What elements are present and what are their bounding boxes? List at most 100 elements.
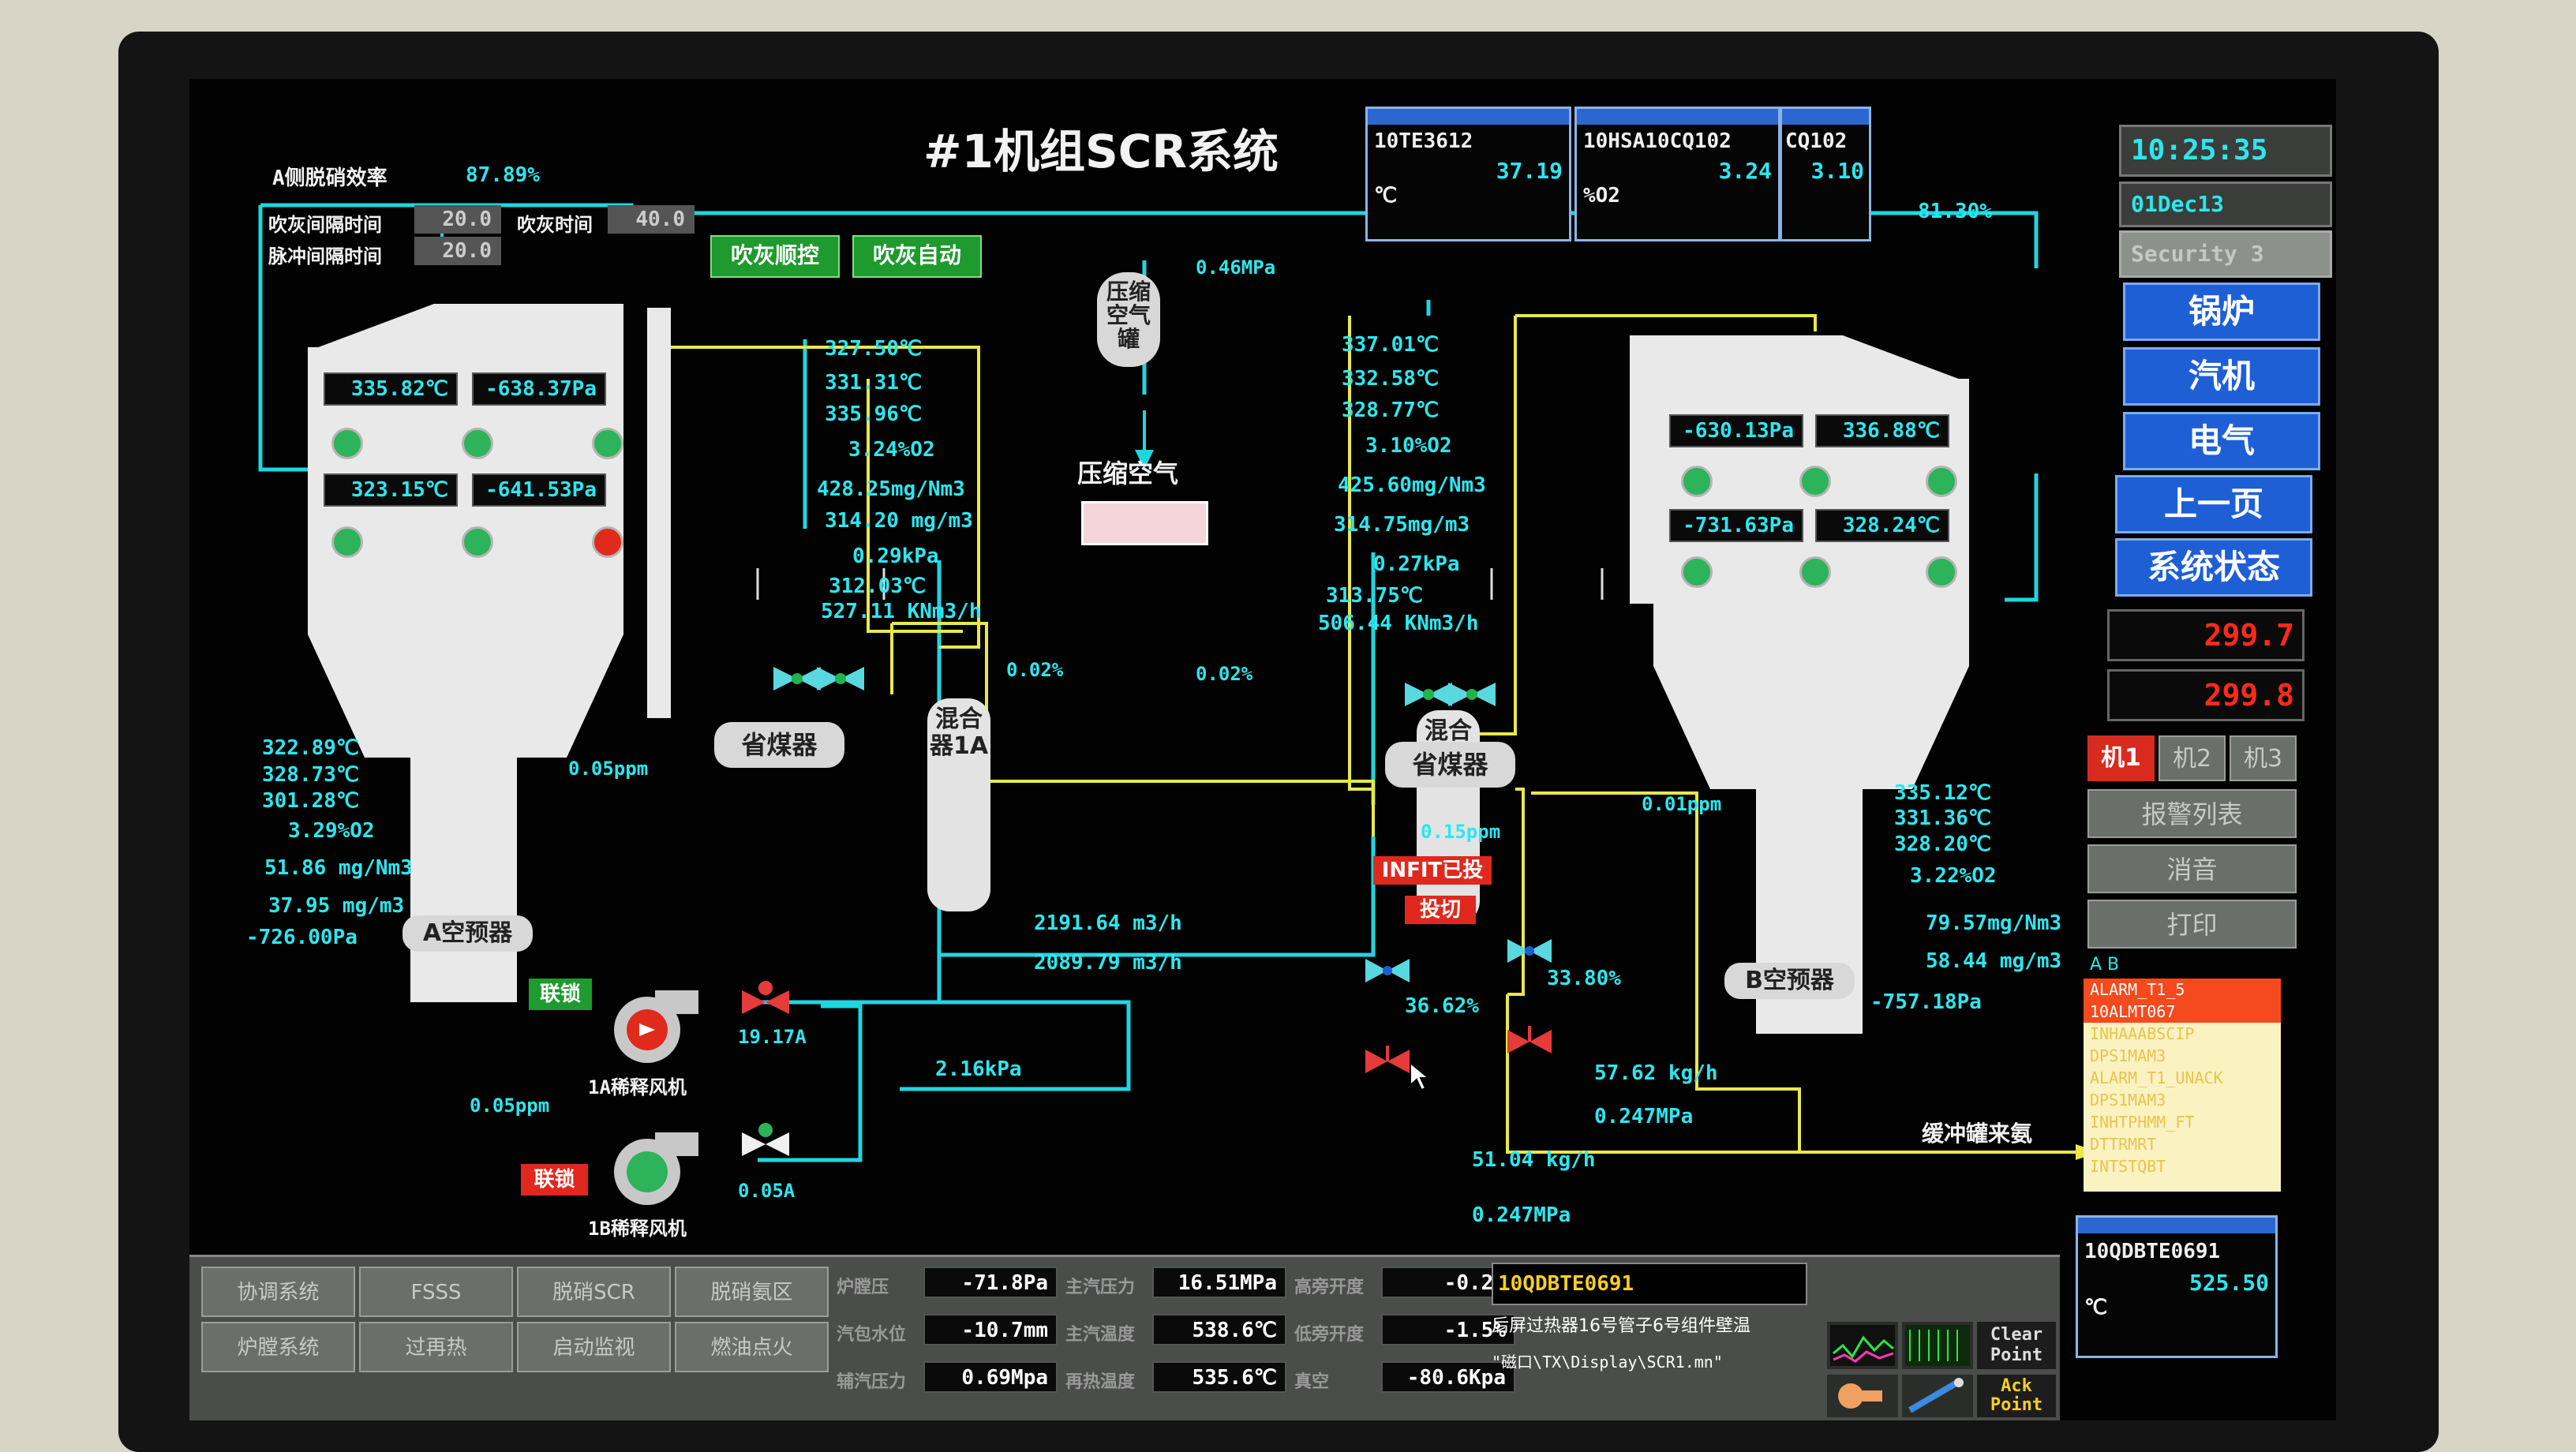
- tag-popup-1[interactable]: 10TE3612 37.19 ℃: [1365, 107, 1571, 241]
- economizer-b[interactable]: 省煤器: [1385, 742, 1515, 788]
- economizer-a[interactable]: 省煤器: [714, 722, 844, 768]
- a-temp-box-1: 335.82℃: [324, 372, 458, 406]
- b-status-lamp-2: [1799, 466, 1831, 497]
- nh3-control-valve-a[interactable]: [1365, 1042, 1421, 1084]
- reactor-b-inlet-duct: [1630, 335, 1653, 604]
- unit-2-tab[interactable]: 机2: [2159, 735, 2226, 781]
- a-reading-7: 0.29kPa: [852, 544, 939, 568]
- economizer-b-valves[interactable]: [1405, 675, 1500, 725]
- blow-time-value[interactable]: 40.0: [608, 205, 695, 234]
- nav-previous-page[interactable]: 上一页: [2115, 475, 2312, 533]
- economizer-a-valves[interactable]: [773, 659, 868, 709]
- b-press-box-1: -630.13Pa: [1669, 414, 1803, 447]
- nav-ammonia-area[interactable]: 脱硝氨区: [675, 1267, 829, 1317]
- alarm-item[interactable]: ALARM_T1_UNACK: [2090, 1068, 2223, 1087]
- status-label-main-steam-temp: 主汽温度: [1065, 1325, 1136, 1345]
- tag-popup-2[interactable]: 10HSA10CQ102 3.24 %O2: [1574, 107, 1780, 241]
- hand-tool-icon[interactable]: [1827, 1375, 1898, 1417]
- init-badge[interactable]: INFIT已投: [1373, 856, 1492, 885]
- reactor-a-inlet-duct: [647, 308, 671, 718]
- clear-point-button[interactable]: Clear Point: [1977, 1322, 2056, 1369]
- a-reading-1: 327.50℃: [825, 337, 923, 361]
- mixer-1a[interactable]: 混合器1A: [927, 698, 990, 911]
- status-label-hp-bypass: 高旁开度: [1294, 1278, 1365, 1297]
- status-label-aux-steam-press: 辅汽压力: [837, 1372, 907, 1392]
- sidebar-value-2: 299.8: [2107, 669, 2305, 721]
- a-press-box-1: -638.37Pa: [472, 372, 606, 406]
- nh3-flow-b: 57.62 kg/h: [1594, 1061, 1718, 1085]
- dilution-pressure: 2.16kPa: [935, 1057, 1022, 1081]
- dilution-fan-a[interactable]: [612, 982, 706, 1069]
- alarm-item[interactable]: DPS1MAM3: [2090, 1046, 2166, 1065]
- alarm-list[interactable]: ALARM_T1_5 10ALMT067 INHAAABSCIP DPS1MAM…: [2084, 979, 2281, 1192]
- blow-sequence-button[interactable]: 吹灰顺控: [710, 235, 840, 278]
- ack-point-button[interactable]: Ack Point: [1977, 1375, 2056, 1417]
- nav-system-status[interactable]: 系统状态: [2115, 538, 2312, 597]
- nh3-valve-b[interactable]: [1507, 935, 1555, 970]
- status-value-furnace-press: -71.8Pa: [923, 1267, 1058, 1298]
- b-reading-1: 337.01℃: [1342, 333, 1440, 357]
- a-efficiency-value: 87.89%: [466, 163, 540, 187]
- dilution-fan-b[interactable]: [612, 1125, 706, 1211]
- nav-fsss[interactable]: FSSS: [359, 1267, 513, 1317]
- b-reading-6: 314.75mg/m3: [1334, 513, 1470, 537]
- nav-startup[interactable]: 启动监视: [517, 1322, 671, 1372]
- fan-a-interlock[interactable]: 联锁: [529, 979, 592, 1010]
- dcs-screen: #1机组SCR系统 A侧脱硝效率 87.89% 81.30% 吹灰间隔时间 20…: [189, 79, 2336, 1420]
- nav-boiler[interactable]: 锅炉: [2123, 283, 2320, 341]
- blow-interval-value[interactable]: 20.0: [414, 205, 501, 234]
- nav-turbine[interactable]: 汽机: [2123, 347, 2320, 406]
- alarm-tabs[interactable]: A B: [2090, 955, 2120, 975]
- air-status-indicator: [1081, 501, 1208, 545]
- b-temp-box-2: 328.24℃: [1815, 509, 1949, 542]
- status-label-vacuum: 真空: [1294, 1372, 1330, 1392]
- message-tag: 10QDBTE0691: [1492, 1263, 1807, 1305]
- a-press-box-2: -641.53Pa: [472, 473, 606, 507]
- alarm-item[interactable]: DPS1MAM3: [2090, 1091, 2166, 1110]
- a-ppm: 0.05ppm: [568, 758, 649, 780]
- alarm-item[interactable]: INTSTQBT: [2090, 1157, 2166, 1176]
- print-button[interactable]: 打印: [2087, 900, 2297, 949]
- trend-icon[interactable]: [1827, 1322, 1898, 1369]
- alarm-item[interactable]: DTTRMRT: [2090, 1135, 2157, 1154]
- nav-oil-ignition[interactable]: 燃油点火: [675, 1322, 829, 1372]
- nav-furnace[interactable]: 炉膛系统: [201, 1322, 355, 1372]
- tag-popup-3[interactable]: CQ102 3.10: [1780, 107, 1871, 241]
- nav-electrical[interactable]: 电气: [2123, 412, 2320, 470]
- unit-1-tab[interactable]: 机1: [2087, 735, 2155, 781]
- b-ppm: 0.01ppm: [1642, 793, 1722, 815]
- nav-superheat[interactable]: 过再热: [359, 1322, 513, 1372]
- fan-b-damper[interactable]: [742, 1121, 797, 1163]
- air-preheater-a[interactable]: A空预器: [402, 915, 533, 952]
- popup-2-unit: %O2: [1583, 184, 1620, 208]
- fan-b-interlock[interactable]: 联锁: [521, 1164, 588, 1196]
- a-bottom-2: 328.73℃: [262, 763, 360, 787]
- switch-badge[interactable]: 投切: [1405, 896, 1476, 924]
- a-bottom-4: 3.29%O2: [288, 819, 375, 843]
- alarm-item-active-2[interactable]: 10ALMT067: [2084, 1001, 2281, 1023]
- alarm-item-active[interactable]: ALARM_T1_5: [2084, 979, 2281, 1001]
- nav-scr[interactable]: 脱硝SCR: [517, 1267, 671, 1317]
- blow-time-label: 吹灰时间: [517, 214, 593, 236]
- tag-popup-4[interactable]: 10QDBTE0691 525.50 ℃: [2076, 1215, 2278, 1358]
- air-pressure-value: 0.46MPa: [1196, 256, 1276, 279]
- pulse-interval-value[interactable]: 20.0: [414, 237, 501, 265]
- nav-coordination[interactable]: 协调系统: [201, 1267, 355, 1317]
- fan-a-current: 19.17A: [738, 1026, 807, 1048]
- nh3-valve-a[interactable]: [1365, 955, 1413, 990]
- popup-1-tag: 10TE3612: [1374, 129, 1473, 153]
- blow-auto-button[interactable]: 吹灰自动: [852, 235, 982, 278]
- b-temp-box-1: 336.88℃: [1815, 414, 1949, 447]
- fan-a-damper[interactable]: [742, 979, 797, 1021]
- nh3-control-valve-b[interactable]: [1507, 1022, 1563, 1065]
- silence-button[interactable]: 消音: [2087, 844, 2297, 893]
- date: 01Dec13: [2119, 182, 2332, 227]
- alarm-item[interactable]: INHTPHMM_FT: [2090, 1113, 2195, 1132]
- alarm-item[interactable]: INHAAABSCIP: [2090, 1024, 2195, 1043]
- alarm-list-button[interactable]: 报警列表: [2087, 789, 2297, 838]
- compressed-air-tank[interactable]: 压缩空气罐: [1097, 272, 1160, 367]
- unit-3-tab[interactable]: 机3: [2230, 735, 2297, 781]
- probe-icon[interactable]: [1902, 1375, 1973, 1417]
- air-preheater-b[interactable]: B空预器: [1724, 963, 1855, 999]
- graph-icon[interactable]: [1902, 1322, 1973, 1369]
